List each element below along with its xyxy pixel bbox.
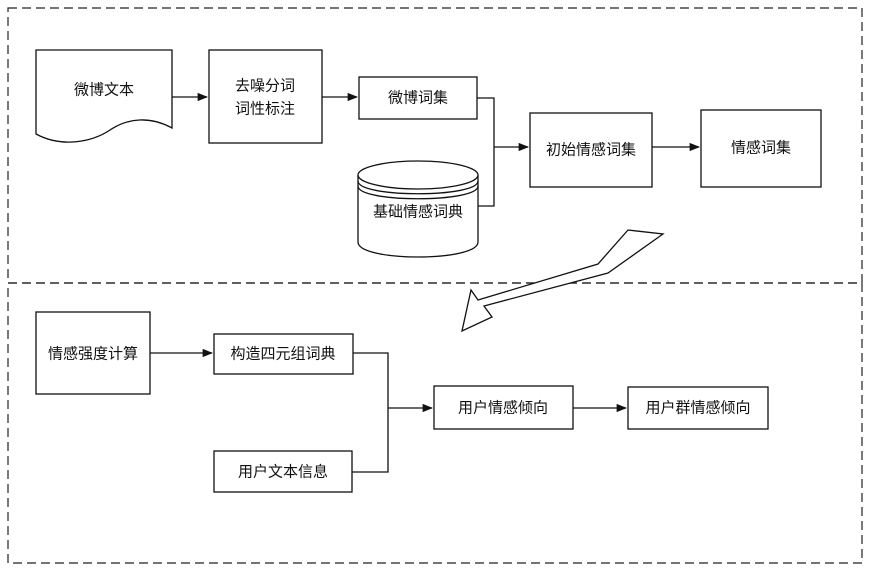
initial-sentiment-wordset-node: 初始情感词集 [530, 113, 652, 187]
group-sentiment-label: 用户群情感倾向 [645, 399, 750, 417]
weibo-wordset-node: 微博词集 [359, 77, 477, 119]
denoise-tagging-node: 去噪分词 词性标注 [209, 50, 322, 143]
sentiment-wordset-node: 情感词集 [701, 110, 821, 187]
group-sentiment-node: 用户群情感倾向 [628, 387, 768, 429]
intensity-calc-node: 情感强度计算 [36, 312, 150, 394]
weibo-wordset-label: 微博词集 [388, 89, 448, 107]
zigzag-transition-arrow [462, 230, 663, 331]
line-quad-user-merge [352, 353, 388, 472]
denoise-label-line2: 词性标注 [235, 100, 295, 118]
weibo-text-label: 微博文本 [74, 81, 134, 99]
quad-lexicon-node: 构造四元组词典 [214, 334, 353, 374]
initial-sentiment-wordset-label: 初始情感词集 [546, 141, 636, 159]
quad-lexicon-label: 构造四元组词典 [230, 345, 335, 363]
user-text-info-label: 用户文本信息 [238, 463, 328, 481]
denoise-label-line1: 去噪分词 [235, 77, 295, 95]
base-lexicon-node: 基础情感词典 [358, 161, 478, 257]
base-lexicon-label: 基础情感词典 [373, 203, 463, 221]
user-sentiment-node: 用户情感倾向 [434, 386, 573, 429]
intensity-calc-label: 情感强度计算 [48, 345, 138, 363]
weibo-text-node: 微博文本 [36, 50, 172, 142]
user-text-info-node: 用户文本信息 [214, 451, 352, 492]
line-wordset-merge [477, 98, 494, 206]
user-sentiment-label: 用户情感倾向 [458, 399, 548, 417]
sentiment-wordset-label: 情感词集 [731, 139, 791, 157]
